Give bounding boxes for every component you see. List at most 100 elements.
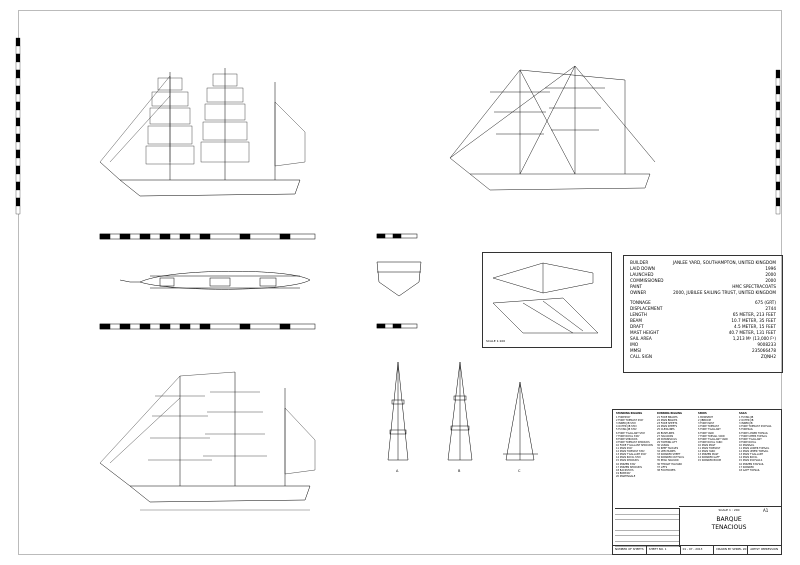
legend-item: 5 FORESAIL	[739, 428, 753, 432]
revision-table	[615, 508, 680, 547]
legend-item: 6 FORE YARD	[698, 431, 714, 435]
ruler-segment	[15, 45, 21, 55]
rigging-plan-profile	[449, 65, 656, 191]
ruler-segment	[15, 173, 21, 183]
ruler-segment	[15, 157, 21, 167]
ruler-segment	[775, 101, 781, 111]
ruler-segment	[775, 141, 781, 151]
legend-item: 3 INNER JIB	[739, 422, 753, 426]
legend-item: 2 JIBBOOM	[698, 419, 711, 423]
footer-sheets: NUMBER OF SHEETS	[613, 546, 647, 554]
ruler-segment	[775, 117, 781, 127]
legend-item: 15 MAIN SHROUDS	[616, 459, 639, 463]
drawing-frame	[18, 10, 782, 555]
legend-item: 1 BOWSPRIT	[698, 416, 713, 420]
ruler-segment	[15, 117, 21, 127]
legend-item: 19 BOBSTAY	[616, 471, 631, 475]
legend-item: 25 CLEWLINES	[657, 428, 675, 432]
left-height-ruler	[15, 37, 21, 215]
ruler-segment	[775, 205, 781, 215]
ruler-segment	[775, 109, 781, 119]
legend-item: 8 FORE T'GALLANT YARD	[698, 437, 728, 441]
ruler-segment	[15, 93, 21, 103]
ruler-segment	[15, 125, 21, 135]
deck-plan	[99, 233, 316, 330]
legend-item: 9 FORE TOPMAST SHROUDS	[616, 440, 650, 444]
legend-item: 2 OUTER JIB	[739, 419, 754, 423]
ruler-segment	[15, 149, 21, 159]
footer-date: 01 - 07 - 2013	[681, 546, 715, 554]
sail-detail-panel: SCALE 1:100	[482, 252, 612, 348]
vessel-title: TENACIOUS	[711, 524, 747, 531]
legend-item: 23 FORE SHEETS	[657, 422, 678, 426]
mast-label-c: C	[518, 469, 521, 473]
legend-item: 8 FORE SHROUDS	[616, 437, 638, 441]
vessel-type: BARQUE	[716, 516, 742, 523]
legend-item: 16 MIZZEN STAYSAIL	[739, 462, 764, 466]
vessel-name: BARQUE TENACIOUS	[681, 516, 777, 542]
legend-item: 5 FORE T'GALLANT	[698, 428, 721, 432]
title-box	[679, 506, 781, 547]
ruler-segment	[775, 197, 781, 207]
legend-item: 20 MARTINGALE	[616, 474, 636, 478]
legend-item: 12 MAIN YARD	[698, 450, 716, 454]
legend-item: 10 MAINSAIL	[739, 443, 755, 447]
footer-sheet-no: SHEET NO. 1	[647, 546, 681, 554]
mast-label-a: A	[396, 469, 399, 473]
legend-item: 21 FORE BRACES	[657, 416, 678, 420]
ruler-segment	[775, 189, 781, 199]
legend-item: 10 MAIN MAST	[698, 443, 716, 447]
legend-item: 11 MAIN LOWER TOPSAIL	[739, 447, 770, 451]
legend-item: 35 PEAK HALYARD	[657, 459, 679, 463]
legend-item: 18 GAFF TOPSAIL	[739, 468, 760, 472]
legend-item: 32 LEECHLINES	[657, 450, 676, 454]
legend-item: 3 FORE MAST	[698, 422, 715, 426]
ruler-segment	[775, 77, 781, 87]
legend-item: 17 SPANKER	[739, 465, 754, 469]
legend-item: 14 SPANKER GAFF	[698, 456, 720, 460]
legend-item: 27 HALYARDS	[657, 434, 674, 438]
ruler-segment	[775, 133, 781, 143]
legend-item: 3 INNER JIB STAY	[616, 422, 637, 426]
midship-section	[376, 233, 422, 329]
ruler-segment	[15, 101, 21, 111]
ruler-segment	[15, 205, 21, 215]
legend-item: 5 FLYING JIB STAY	[616, 428, 637, 432]
legend-item: 7 FORE TOPSAIL YARD	[698, 434, 725, 438]
legend-item: 7 FORE UPPER TOPSAIL	[739, 434, 768, 438]
legend-item: 6 FORE LOWER TOPSAIL	[739, 431, 768, 435]
sheet-size-label: A1	[763, 508, 769, 513]
legend-item: 24 MAIN SHEETS	[657, 425, 678, 429]
mast-label-b: B	[458, 469, 461, 473]
sail-plan-profile	[99, 68, 306, 197]
legend-item: 14 MAIN ROYAL STAY	[616, 456, 641, 460]
ruler-segment	[775, 173, 781, 183]
legend-item: 4 FORE TOPMAST	[698, 425, 719, 429]
ruler-segment	[15, 37, 21, 47]
ruler-segment	[775, 165, 781, 175]
footer-note: ARTIST IMPRESSION	[750, 547, 779, 551]
legend-item: 10 FORE T'GALLANT SHROUDS	[616, 443, 653, 447]
ruler-segment	[15, 197, 21, 207]
legend-item: 15 MAIN STAYSAILS	[739, 459, 763, 463]
ruler-segment	[15, 181, 21, 191]
ruler-segment	[775, 69, 781, 79]
legend-item: 36 THROAT HALYARD	[657, 462, 683, 466]
legend-item: 9 FORE ROYAL	[739, 440, 757, 444]
ruler-segment	[15, 141, 21, 151]
legend-item: 13 MIZZEN MAST	[698, 453, 719, 457]
legend-item: 37 LIFTS	[657, 465, 668, 469]
ruler-segment	[15, 53, 21, 63]
